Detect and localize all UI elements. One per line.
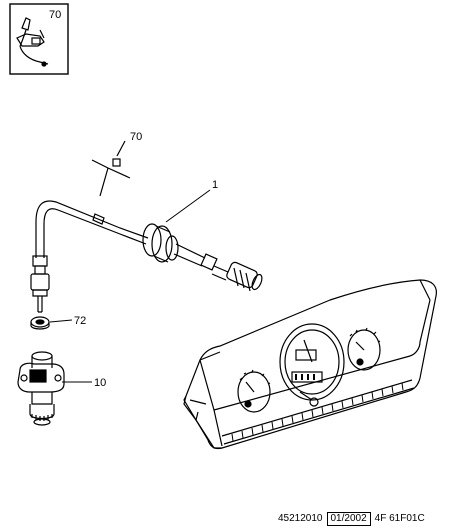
leader-lines <box>49 189 211 383</box>
cluster-lower-strip-ticks <box>231 382 404 442</box>
leader-1 <box>165 189 211 223</box>
callout-70: 70 <box>130 131 142 143</box>
callout-10: 10 <box>94 377 106 389</box>
instrument-cluster <box>183 279 437 450</box>
callout-72: 72 <box>74 315 86 327</box>
inset-clip-drawing <box>16 17 49 67</box>
inset-label: 70 <box>49 9 61 21</box>
footer-reference: 45212010 <box>278 513 323 524</box>
callout-1: 1 <box>212 179 218 191</box>
leader-72 <box>49 319 73 323</box>
speed-sensor-10 <box>17 351 65 426</box>
footer-date: 01/2002 <box>326 512 371 526</box>
inset-detail: 70 <box>9 3 69 75</box>
footer-code: 4F 61F01C <box>374 513 425 524</box>
washer-72 <box>30 316 50 330</box>
callout-labels: 70 1 72 10 <box>74 131 218 389</box>
speedometer-cable <box>30 200 263 313</box>
clip-70-marker <box>91 140 131 197</box>
